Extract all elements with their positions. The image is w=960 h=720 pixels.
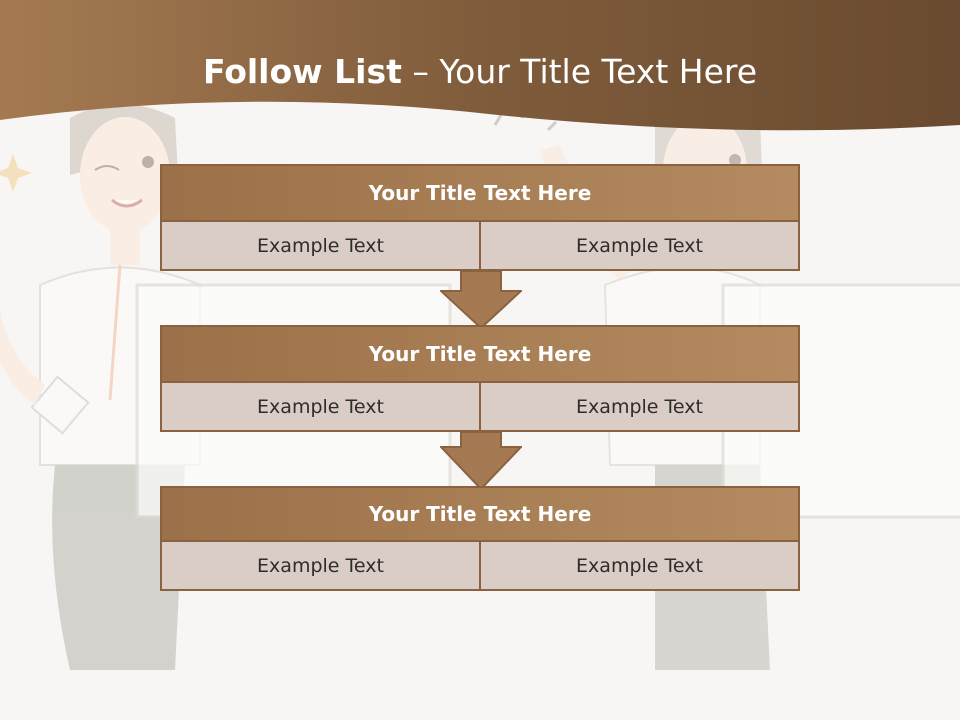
example-text-cell: Example Text xyxy=(257,234,384,257)
flow-block-2: Your Title Text Here Example Text Exampl… xyxy=(160,325,800,432)
example-text-cell: Example Text xyxy=(479,542,798,589)
slide-title: Follow List – Your Title Text Here xyxy=(0,52,960,91)
flow-block-row: Example Text Example Text xyxy=(160,222,800,271)
slide-title-bold: Follow List xyxy=(202,52,402,91)
flow-block-header: Your Title Text Here xyxy=(160,325,800,383)
flow-block-1: Your Title Text Here Example Text Exampl… xyxy=(160,164,800,271)
flow-block-header: Your Title Text Here xyxy=(160,486,800,542)
flow-block-row: Example Text Example Text xyxy=(160,383,800,432)
down-arrow-icon xyxy=(440,432,522,490)
flow-block-header: Your Title Text Here xyxy=(160,164,800,222)
flow-block-row: Example Text Example Text xyxy=(160,542,800,591)
example-text-cell: Example Text xyxy=(257,395,384,418)
example-text-cell: Example Text xyxy=(479,222,798,269)
flow-block-3: Your Title Text Here Example Text Exampl… xyxy=(160,486,800,591)
down-arrow-icon xyxy=(440,271,522,329)
example-text-cell: Example Text xyxy=(479,383,798,430)
slide-title-rest: – Your Title Text Here xyxy=(401,52,758,91)
example-text-cell: Example Text xyxy=(257,554,384,577)
header-banner xyxy=(0,0,960,131)
